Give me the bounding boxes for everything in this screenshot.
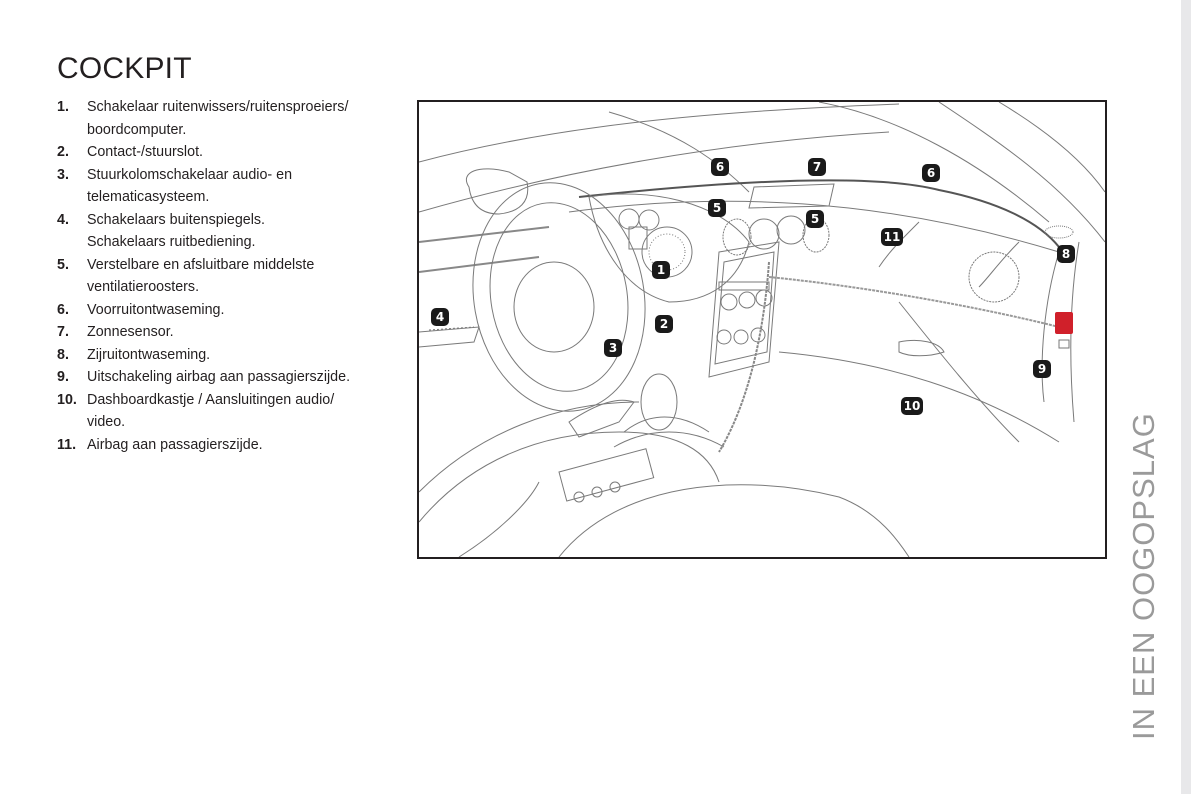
callout-7: 7 bbox=[808, 158, 826, 176]
item-text: Stuurkolomschakelaar audio- en bbox=[87, 166, 293, 183]
page-edge-band bbox=[1181, 0, 1191, 794]
gear-knob bbox=[640, 373, 678, 431]
callout-3: 3 bbox=[604, 339, 622, 357]
legend-item: 9. Uitschakeling airbag aan passagierszij… bbox=[57, 366, 392, 389]
legend-list: 1. Schakelaar ruitenwissers/ruitensproeie… bbox=[57, 96, 392, 456]
passenger-seat bbox=[558, 484, 910, 557]
item-text: boordcomputer. bbox=[87, 121, 187, 138]
item-text: Zijruitontwaseming. bbox=[87, 346, 211, 363]
callout-5-right: 5 bbox=[806, 210, 824, 228]
item-number: 10. bbox=[57, 391, 77, 408]
cockpit-illustration: 1 2 3 4 5 5 6 6 7 8 9 10 11 bbox=[417, 100, 1107, 559]
svg-text:1: 1 bbox=[657, 263, 665, 277]
illustration-lines bbox=[419, 102, 1105, 557]
legend-item: 10. Dashboardkastje / Aansluitingen audio… bbox=[57, 389, 392, 434]
svg-text:11: 11 bbox=[884, 230, 901, 244]
callout-9: 9 bbox=[1033, 360, 1051, 378]
item-text: Airbag aan passagierszijde. bbox=[87, 436, 263, 453]
svg-text:2: 2 bbox=[660, 317, 668, 331]
svg-text:6: 6 bbox=[716, 160, 724, 174]
section-tab: IN EEN OOGOPSLAG bbox=[1126, 412, 1161, 740]
airbag-switch-icon bbox=[1055, 312, 1073, 334]
svg-text:10: 10 bbox=[904, 399, 921, 413]
page-title: COCKPIT bbox=[57, 52, 192, 85]
legend-item: 7. Zonnesensor. bbox=[57, 321, 392, 344]
item-number: 4. bbox=[57, 211, 69, 228]
item-text: Voorruitontwaseming. bbox=[87, 301, 225, 318]
legend-item: 3. Stuurkolomschakelaar audio- en telemati… bbox=[57, 164, 392, 209]
windshield-frame bbox=[419, 131, 890, 213]
item-text: Schakelaars ruitbediening. bbox=[87, 234, 256, 250]
callout-6-left: 6 bbox=[711, 158, 729, 176]
legend-item: 1. Schakelaar ruitenwissers/ruitensproeie… bbox=[57, 96, 392, 141]
svg-text:5: 5 bbox=[811, 212, 819, 226]
legend-item: 8. Zijruitontwaseming. bbox=[57, 344, 392, 367]
item-number: 5. bbox=[57, 256, 69, 273]
callout-2: 2 bbox=[655, 315, 673, 333]
glovebox-handle bbox=[898, 339, 945, 357]
callout-5-left: 5 bbox=[708, 199, 726, 217]
side-mirror bbox=[466, 168, 529, 215]
item-number: 6. bbox=[57, 301, 69, 318]
callout-10: 10 bbox=[901, 397, 923, 415]
item-text: Verstelbare en afsluitbare middelste bbox=[87, 256, 315, 273]
svg-text:9: 9 bbox=[1038, 362, 1046, 376]
legend-item: 6. Voorruitontwaseming. bbox=[57, 299, 392, 322]
item-number: 3. bbox=[57, 166, 69, 183]
item-number: 11. bbox=[57, 436, 77, 453]
item-number: 9. bbox=[57, 369, 69, 385]
item-text: telematicasysteem. bbox=[87, 189, 210, 205]
svg-text:6: 6 bbox=[927, 166, 935, 180]
item-number: 8. bbox=[57, 346, 69, 363]
item-text: ventilatieroosters. bbox=[87, 279, 200, 295]
svg-text:4: 4 bbox=[436, 310, 444, 324]
item-number: 2. bbox=[57, 144, 69, 160]
legend-item: 2. Contact-/stuurslot. bbox=[57, 141, 392, 164]
console-buttons bbox=[716, 281, 773, 345]
item-text: Dashboardkastje / Aansluitingen audio/ bbox=[87, 391, 335, 408]
svg-text:3: 3 bbox=[609, 341, 617, 355]
callout-4: 4 bbox=[431, 308, 449, 326]
svg-text:5: 5 bbox=[713, 201, 721, 215]
cockpit-drawing: 1 2 3 4 5 5 6 6 7 8 9 10 11 bbox=[419, 102, 1105, 557]
key-slot-icon bbox=[1058, 339, 1070, 349]
center-display bbox=[748, 183, 835, 209]
legend-item: 5. Verstelbare en afsluitbare middelste ve… bbox=[57, 254, 392, 299]
steering-hub bbox=[513, 261, 595, 353]
svg-text:8: 8 bbox=[1062, 247, 1070, 261]
svg-text:7: 7 bbox=[813, 160, 821, 174]
item-number: 7. bbox=[57, 324, 69, 340]
item-text: Uitschakeling airbag aan passagierszijde… bbox=[87, 369, 351, 385]
right-vent bbox=[968, 251, 1020, 303]
item-text: Schakelaar ruitenwissers/ruitensproeiers… bbox=[87, 99, 349, 115]
legend-item: 11. Airbag aan passagierszijde. bbox=[57, 434, 392, 457]
item-text: Schakelaars buitenspiegels. bbox=[87, 211, 266, 228]
item-text: video. bbox=[87, 414, 126, 430]
item-number: 1. bbox=[57, 99, 69, 115]
legend-item: 4. Schakelaars buitenspiegels. Schakelaars… bbox=[57, 209, 392, 254]
steering-wheel-rim bbox=[472, 182, 646, 412]
callout-1: 1 bbox=[652, 261, 670, 279]
callout-11: 11 bbox=[881, 228, 903, 246]
callout-6-right: 6 bbox=[922, 164, 940, 182]
callout-8: 8 bbox=[1057, 245, 1075, 263]
item-text: Zonnesensor. bbox=[87, 324, 174, 340]
item-text: Contact-/stuurslot. bbox=[87, 144, 204, 160]
driver-seat bbox=[419, 431, 720, 523]
